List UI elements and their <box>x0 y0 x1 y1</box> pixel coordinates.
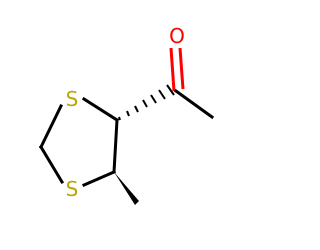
atom-sulfur-bottom: S <box>66 177 79 201</box>
bond-carbonyl-methyl <box>173 88 215 120</box>
double-bond-c-o-2 <box>178 47 185 90</box>
bond-s1-c4 <box>81 96 120 123</box>
bond-c4-c5 <box>112 118 119 174</box>
atom-oxygen: O <box>169 24 185 48</box>
wedge-bond-c5-methyl <box>114 172 139 205</box>
double-bond-c-o-1 <box>169 47 176 92</box>
molecule-structure: S S O <box>38 24 215 205</box>
bond-c5-s2 <box>82 170 116 187</box>
hashed-wedge-bond-c4-carbonyl <box>118 84 175 121</box>
bond-s1-ch2 <box>38 103 64 150</box>
atom-sulfur-top: S <box>66 87 79 111</box>
bond-ch2-s2 <box>38 144 65 185</box>
